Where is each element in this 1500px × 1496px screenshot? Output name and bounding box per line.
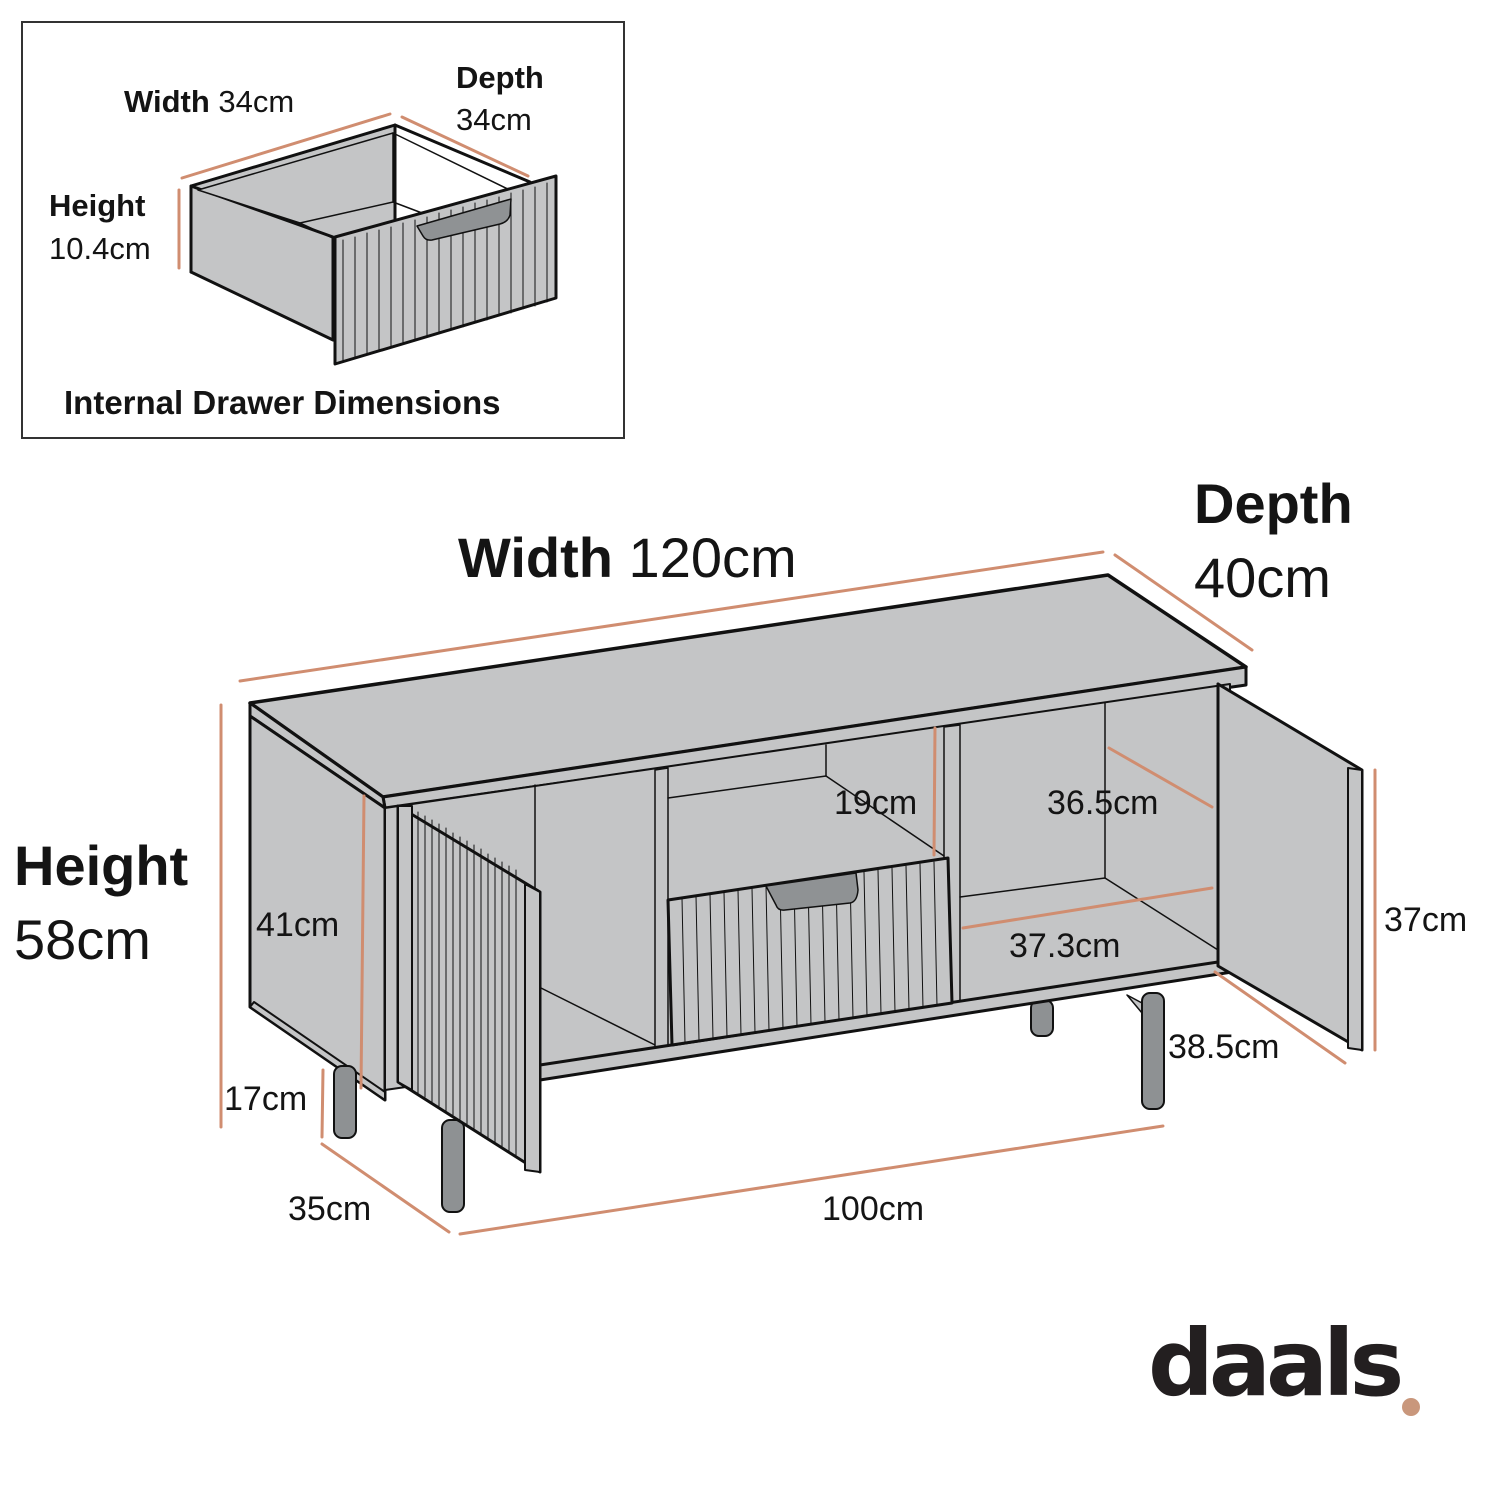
dimension-lines xyxy=(219,550,1377,1236)
inset-width-label: Width xyxy=(124,84,210,119)
drawer-opening-height-label: 19cm xyxy=(834,784,918,822)
overall-width-label: Width xyxy=(458,526,613,589)
compartment-depth-label: 36.5cm xyxy=(1047,784,1159,822)
door-width-label: 38.5cm xyxy=(1168,1028,1280,1066)
brand-logo: daals xyxy=(1148,1310,1404,1417)
inset-width-value: 34cm xyxy=(218,84,295,119)
overall-depth-value: 40cm xyxy=(1194,546,1331,609)
inset-depth-value: 34cm xyxy=(456,102,532,137)
overall-width-value: 120cm xyxy=(628,526,797,589)
cabinet-illustration xyxy=(248,573,1364,1213)
leg-width-span-label: 100cm xyxy=(822,1190,925,1228)
internal-drawer-inset xyxy=(21,21,625,439)
overall-height-label: Height xyxy=(14,834,189,897)
overall-width-dimension: Width 120cm xyxy=(458,530,797,586)
leg-height-label: 17cm xyxy=(224,1080,308,1118)
inset-caption: Internal Drawer Dimensions xyxy=(64,384,501,421)
overall-height-value: 58cm xyxy=(14,908,151,971)
inset-height-label: Height xyxy=(49,188,146,223)
leg-depth-span-label: 35cm xyxy=(288,1190,372,1228)
inset-depth-label: Depth xyxy=(456,60,544,95)
overall-depth-label: Depth xyxy=(1194,472,1353,535)
brand-logo-dot xyxy=(1402,1398,1420,1416)
drawer-illustration xyxy=(177,112,558,366)
inset-height-value: 10.4cm xyxy=(49,231,151,266)
door-height-label: 37cm xyxy=(1384,901,1468,939)
side-cabinet-height-label: 41cm xyxy=(256,906,340,944)
inset-width-dimension: Width 34cm xyxy=(124,86,294,117)
compartment-width-label: 37.3cm xyxy=(1009,927,1121,965)
